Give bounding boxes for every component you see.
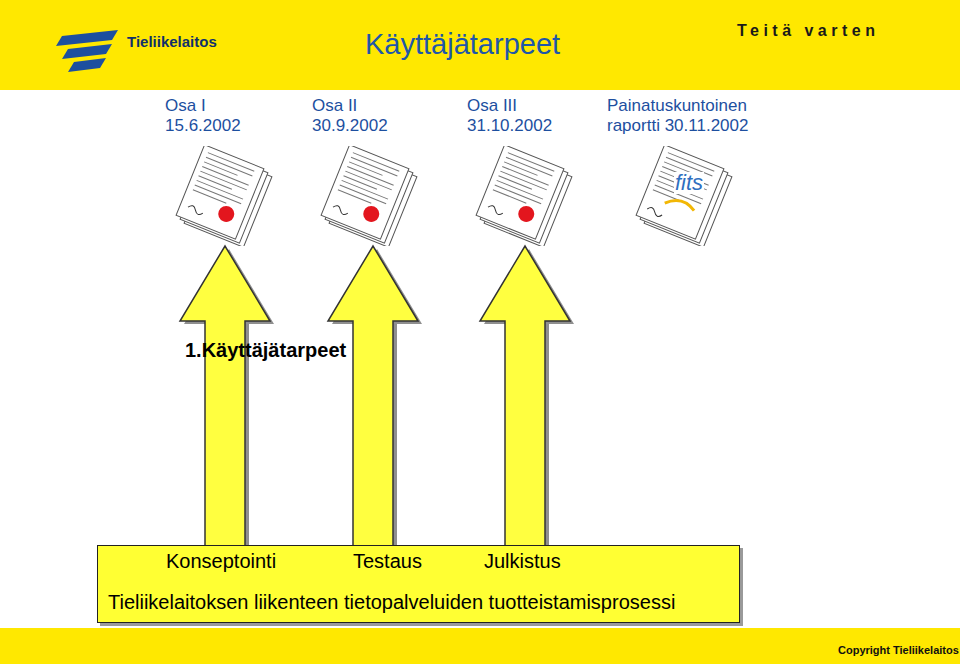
document-page (176, 146, 264, 239)
phase-arrow (328, 246, 418, 548)
logo-text: Tieliikelaitos (127, 33, 217, 50)
arrow-shadow (155, 316, 743, 394)
copyright-note: Copyright Tieliikelaitos (838, 644, 959, 656)
document-stack (315, 146, 425, 246)
slogan: Teitä varten (737, 22, 879, 40)
document-page (476, 146, 564, 239)
phase-label: Konseptointi (166, 549, 276, 573)
document-icon (315, 146, 425, 246)
document-stack (470, 146, 580, 246)
milestone-date: 30.9.2002 (312, 116, 425, 136)
milestone-document: Osa II30.9.2002 (312, 96, 425, 246)
seal-dot (516, 204, 537, 225)
timeline-arrow: 1.Käyttäjätarpeet (150, 312, 742, 392)
milestone-name: Osa II (312, 96, 425, 116)
arrow-body (152, 313, 740, 391)
milestone-document: Osa I15.6.2002 (165, 96, 280, 246)
phase-name: Testaus (353, 549, 422, 573)
milestone-date: raportti 30.11.2002 (607, 116, 748, 136)
phase-label: Julkistus (484, 549, 561, 573)
phase-title: 1.Käyttäjätarpeet (185, 338, 346, 362)
logo-arc (665, 196, 696, 215)
phase-name: Konseptointi (166, 549, 276, 573)
document-page (321, 146, 409, 239)
document-stack (630, 146, 740, 246)
document-icon: fits (630, 146, 740, 246)
milestone-name: Painatuskuntoinen (607, 96, 748, 116)
phase-name: Julkistus (484, 549, 561, 573)
page-title: Käyttäjätarpeet (365, 28, 560, 61)
phase-arrow (480, 246, 570, 548)
document-icon (170, 146, 280, 246)
document-icon (470, 146, 580, 246)
milestone-document: Osa III31.10.2002 (467, 96, 580, 246)
seal-dot (361, 204, 382, 225)
phase-arrow (180, 246, 270, 548)
milestone-name: Osa III (467, 96, 580, 116)
milestone-date: 31.10.2002 (467, 116, 580, 136)
document-page (636, 146, 724, 239)
logo-word: fits (674, 172, 704, 194)
phase-label: Testaus (353, 549, 422, 573)
logo-mark (56, 30, 118, 72)
seal-dot (216, 204, 237, 225)
milestone-document: Painatuskuntoinenraportti 30.11.2002 fits (607, 96, 748, 246)
milestone-date: 15.6.2002 (165, 116, 280, 136)
document-stack (170, 146, 280, 246)
milestone-name: Osa I (165, 96, 280, 116)
process-name: Tieliikelaitoksen liikenteen tietopalvel… (108, 590, 675, 614)
process-box: Tieliikelaitoksen liikenteen tietopalvel… (97, 545, 740, 623)
header-bar (0, 0, 960, 90)
footer-bar (0, 628, 960, 664)
